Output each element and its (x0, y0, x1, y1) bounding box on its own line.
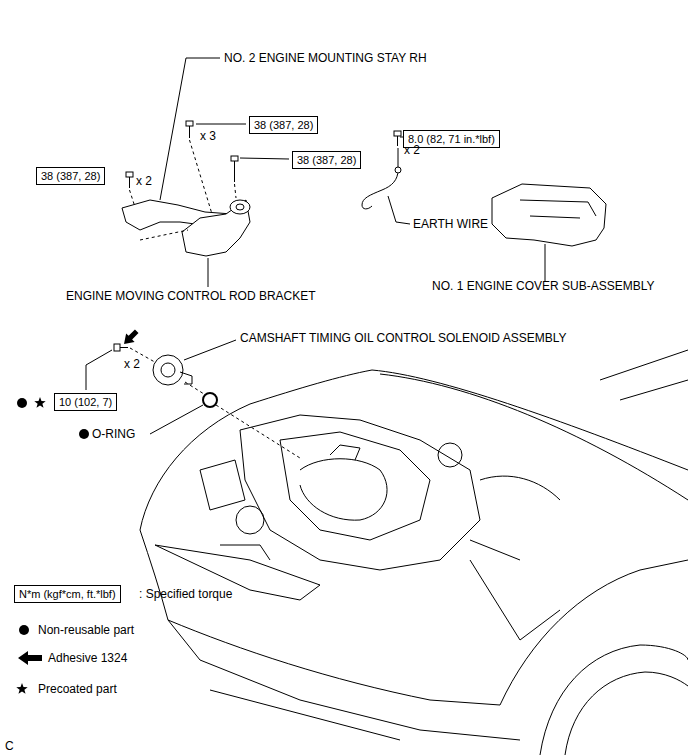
bracket-bushing-hole (236, 204, 244, 210)
engine-cover (492, 184, 606, 246)
bolts (114, 121, 401, 351)
torque-value: 10 (102, 7) (59, 396, 112, 408)
part-name: NO. 1 ENGINE COVER SUB-ASSEMBLY (432, 279, 655, 293)
legend-text: Precoated part (38, 682, 117, 696)
torque-value: 8.0 (82, 71 in.*lbf) (408, 133, 495, 145)
torque-box: 38 (387, 28) (292, 151, 361, 169)
wire-terminal (395, 167, 401, 173)
leader-lines (86, 58, 545, 434)
quantity-label: x 3 (200, 129, 216, 143)
legend-torque-box: N*m (kgf*cm, ft.*lbf) (14, 585, 121, 603)
torque-box: 38 (387, 28) (36, 167, 105, 185)
quantity-label: x 2 (124, 357, 140, 371)
vehicle-body (140, 350, 688, 755)
symbols (16, 327, 141, 694)
o-ring (203, 393, 217, 407)
torque-value: N*m (kgf*cm, ft.*lbf) (19, 588, 116, 600)
part-name: CAMSHAFT TIMING OIL CONTROL SOLENOID ASS… (240, 331, 567, 345)
part-name: ENGINE MOVING CONTROL ROD BRACKET (66, 289, 316, 303)
part-name: O-RING (92, 427, 135, 441)
engine-bay (200, 415, 560, 570)
solenoid (153, 355, 183, 385)
bracket-bushing (230, 200, 250, 214)
torque-value: 38 (387, 28) (254, 119, 313, 131)
solenoid-connector (180, 372, 192, 384)
part-name: EARTH WIRE (413, 217, 488, 231)
legend-text: : Specified torque (139, 587, 232, 601)
torque-box: 38 (387, 28) (249, 116, 318, 134)
solenoid-core (161, 363, 175, 377)
legend-text: Adhesive 1324 (48, 651, 127, 665)
part-name: NO. 2 ENGINE MOUNTING STAY RH (224, 51, 427, 65)
quantity-label: x 2 (404, 143, 420, 157)
earth-wire (362, 148, 398, 209)
torque-value: 38 (387, 28) (297, 154, 356, 166)
engine-cover-ribs (520, 200, 596, 218)
torque-value: 38 (387, 28) (41, 170, 100, 182)
rod-bracket (182, 200, 250, 256)
figure-code: C (5, 739, 14, 753)
quantity-label: x 2 (136, 174, 152, 188)
legend-text: Non-reusable part (38, 623, 134, 637)
torque-box: 10 (102, 7) (54, 393, 117, 411)
